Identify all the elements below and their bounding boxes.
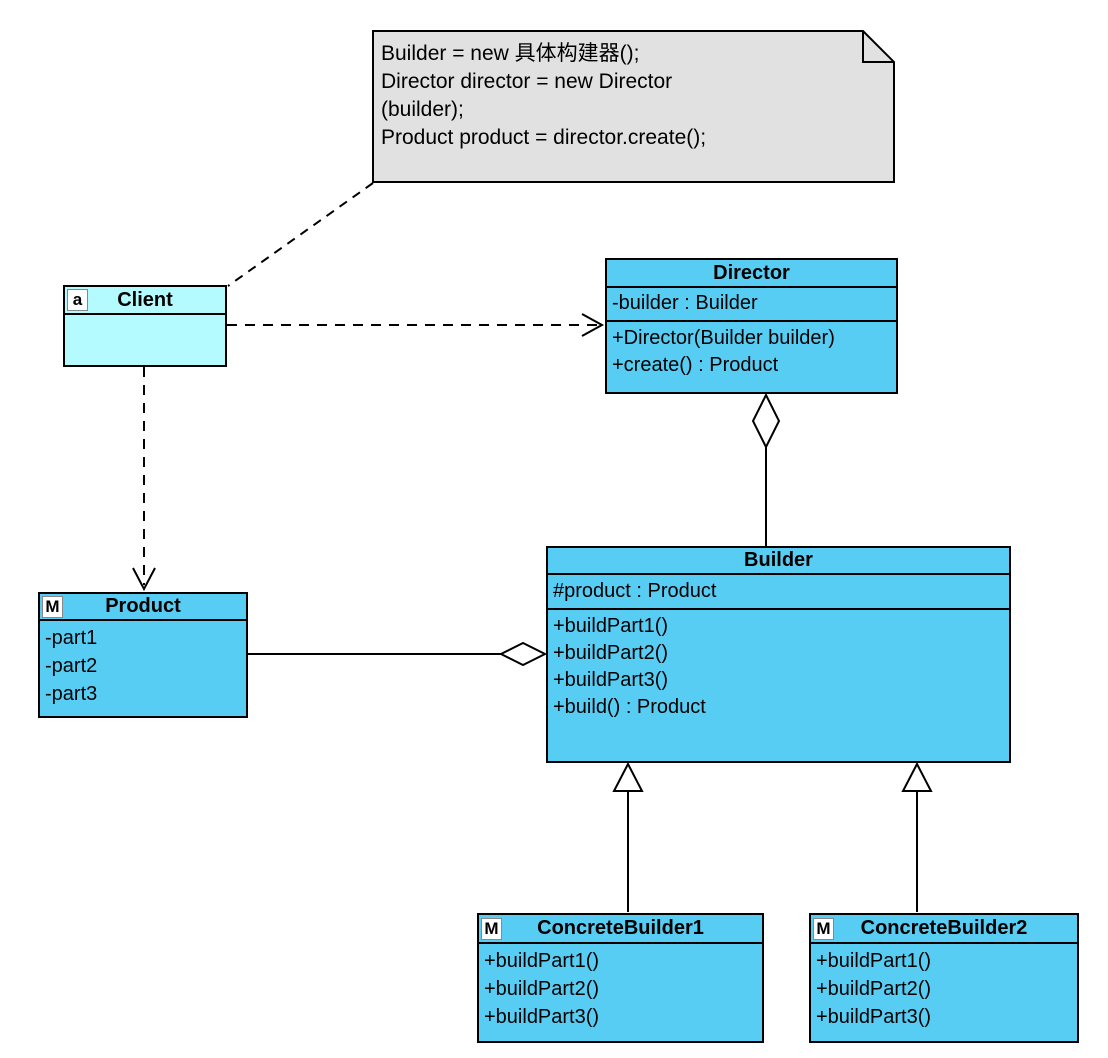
methods-compartment: +Director(Builder builder) +create() : P…	[607, 322, 896, 379]
attributes-compartment: -part1 -part2 -part3	[40, 621, 246, 708]
hollow-triangle-icon	[612, 761, 644, 792]
class-client: a Client	[63, 285, 227, 367]
attributes-compartment: -builder : Builder	[607, 288, 896, 322]
note-line: Product product = director.create();	[381, 126, 707, 149]
class-type-icon: M	[813, 917, 834, 940]
note: Builder = new 具体构建器(); Director director…	[381, 40, 886, 152]
class-director: Director -builder : Builder +Director(Bu…	[605, 258, 898, 394]
class-title-bar: M ConcreteBuilder1	[479, 915, 762, 944]
class-concrete-builder1: M ConcreteBuilder1 +buildPart1() +buildP…	[477, 913, 764, 1043]
class-title-bar: M ConcreteBuilder2	[811, 915, 1077, 944]
attributes-compartment: #product : Product	[548, 575, 1009, 610]
class-method: +buildPart1()	[484, 950, 600, 972]
class-title-bar: Director	[607, 260, 896, 288]
class-type-icon: M	[481, 917, 502, 940]
note-line: (builder);	[381, 98, 464, 121]
class-method: +buildPart2()	[484, 978, 600, 1000]
open-arrowhead-icon	[581, 313, 605, 337]
class-builder: Builder #product : Product +buildPart1()…	[546, 546, 1011, 763]
hollow-diamond-icon	[498, 641, 548, 667]
class-method: +buildPart3()	[816, 1006, 932, 1028]
class-type-icon: M	[42, 595, 63, 618]
class-method: +create() : Product	[612, 354, 779, 376]
class-name: Builder	[744, 549, 813, 571]
class-method: +buildPart2()	[816, 978, 932, 1000]
note-shape	[372, 30, 895, 183]
open-arrowhead-icon	[132, 567, 156, 592]
class-name: ConcreteBuilder2	[860, 917, 1028, 939]
class-name: Client	[117, 288, 173, 311]
class-name: ConcreteBuilder1	[537, 917, 704, 939]
class-method: +buildPart1()	[553, 615, 669, 637]
note-line: Builder = new 具体构建器();	[381, 42, 640, 65]
class-name: Product	[105, 595, 181, 617]
class-method: +Director(Builder builder)	[612, 327, 835, 349]
class-attribute: -part2	[45, 655, 98, 677]
class-method: +buildPart1()	[816, 950, 932, 972]
class-title-bar: Builder	[548, 548, 1009, 575]
note-line: Director director = new Director	[381, 70, 673, 93]
class-attribute: -part1	[45, 627, 98, 649]
methods-compartment: +buildPart1() +buildPart2() +buildPart3(…	[479, 944, 762, 1031]
note-anchor-line	[227, 182, 374, 287]
class-method: +buildPart2()	[553, 642, 669, 664]
note-fold-icon	[862, 31, 894, 63]
class-product: M Product -part1 -part2 -part3	[38, 592, 248, 718]
class-concrete-builder2: M ConcreteBuilder2 +buildPart1() +buildP…	[809, 913, 1079, 1043]
class-attribute: -builder : Builder	[612, 292, 758, 314]
class-title-bar: M Product	[40, 594, 246, 621]
class-title-bar: a Client	[65, 287, 225, 315]
class-method: +buildPart3()	[553, 669, 669, 691]
class-type-icon: a	[67, 289, 88, 311]
hollow-triangle-icon	[901, 761, 933, 792]
class-name: Director	[713, 261, 790, 284]
class-method: +build() : Product	[553, 696, 706, 718]
hollow-diamond-icon	[751, 392, 781, 450]
methods-compartment: +buildPart1() +buildPart2() +buildPart3(…	[548, 610, 1009, 721]
class-attribute: #product : Product	[553, 580, 717, 602]
class-method: +buildPart3()	[484, 1006, 600, 1028]
methods-compartment: +buildPart1() +buildPart2() +buildPart3(…	[811, 944, 1077, 1031]
class-attribute: -part3	[45, 683, 98, 705]
